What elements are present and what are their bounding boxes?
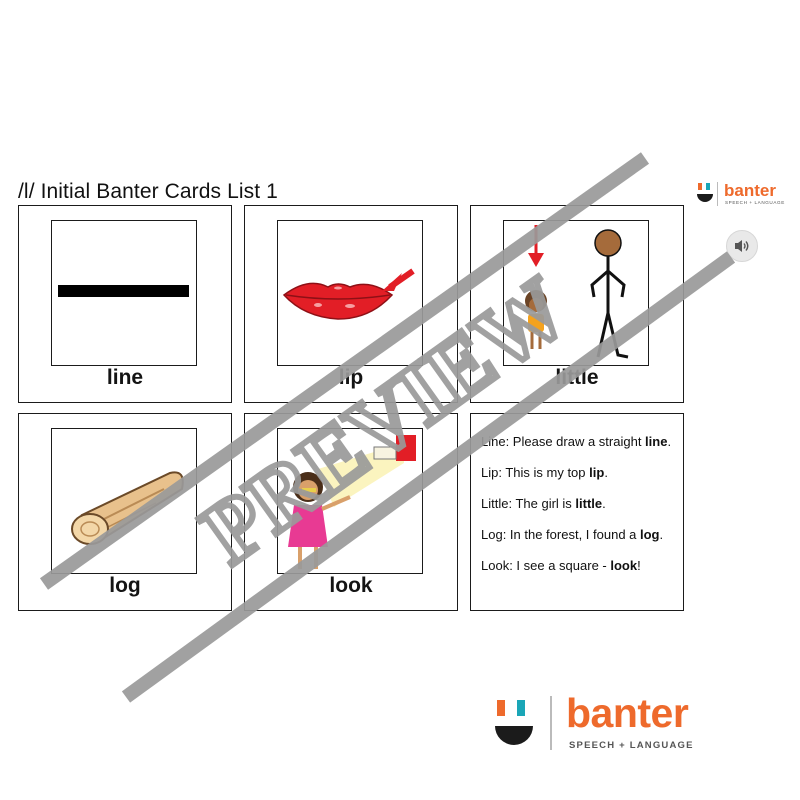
line-picture — [51, 220, 197, 366]
banter-logo-large: banter SPEECH + LANGUAGE — [494, 690, 724, 754]
word-card-look[interactable]: look — [244, 413, 458, 611]
word-card-log[interactable]: log — [18, 413, 232, 611]
sentence-list: Line: Please draw a straight line. Lip: … — [481, 434, 675, 589]
sentence-punctuation: . — [604, 465, 608, 480]
card-word: log — [109, 574, 141, 597]
page-title: /l/ Initial Banter Cards List 1 — [18, 180, 278, 203]
sentence-punctuation: ! — [637, 558, 641, 573]
sentence-lip: Lip: This is my top lip. — [481, 465, 675, 496]
sentence-target-word: log — [640, 527, 660, 542]
sentence-little: Little: The girl is little. — [481, 496, 675, 527]
sentence-text: Log: In the forest, I found a — [481, 527, 640, 542]
sentence-card: Line: Please draw a straight line. Lip: … — [470, 413, 684, 611]
sentence-text: Lip: This is my top — [481, 465, 590, 480]
sentence-punctuation: . — [667, 434, 672, 449]
sentence-log: Log: In the forest, I found a log. — [481, 527, 675, 558]
sentence-text: Line: Please draw a straight — [481, 434, 646, 449]
logo-tagline: SPEECH + LANGUAGE — [569, 740, 694, 751]
little-girl-picture — [503, 220, 649, 366]
sentence-punctuation: . — [659, 527, 664, 542]
sentence-target-word: look — [610, 558, 638, 573]
logo-tagline: SPEECH + LANGUAGE — [725, 200, 785, 205]
logo-divider — [717, 182, 718, 206]
logo-divider — [550, 696, 552, 750]
sentence-text: Little: The girl is — [481, 496, 576, 511]
logo-brand-text: banter — [566, 690, 689, 736]
word-card-little[interactable]: little — [470, 205, 684, 403]
card-word: little — [555, 366, 599, 389]
speaker-icon — [735, 240, 749, 252]
logo-brand-text: banter — [724, 181, 776, 200]
banter-logo-small: banter SPEECH + LANGUAGE — [696, 180, 788, 210]
quote-mark-bowl-icon — [697, 183, 713, 202]
card-word: lip — [338, 366, 364, 389]
sentence-target-word: lip — [589, 465, 605, 480]
quote-mark-bowl-icon — [495, 700, 533, 745]
girl-looking-picture — [277, 428, 423, 574]
sentence-punctuation: . — [602, 496, 606, 511]
lips-picture — [277, 220, 423, 366]
word-card-line[interactable]: line — [18, 205, 232, 403]
word-card-lip[interactable]: lip — [244, 205, 458, 403]
card-word: look — [329, 574, 373, 597]
sentence-text: Look: I see a square - — [481, 558, 611, 573]
sentence-target-word: little — [575, 496, 603, 511]
card-word: line — [106, 366, 144, 389]
play-sound-button[interactable] — [726, 230, 758, 262]
log-picture — [51, 428, 197, 574]
sentence-line: Line: Please draw a straight line. — [481, 434, 675, 465]
sentence-target-word: line — [645, 434, 668, 449]
sentence-look: Look: I see a square - look! — [481, 558, 675, 589]
